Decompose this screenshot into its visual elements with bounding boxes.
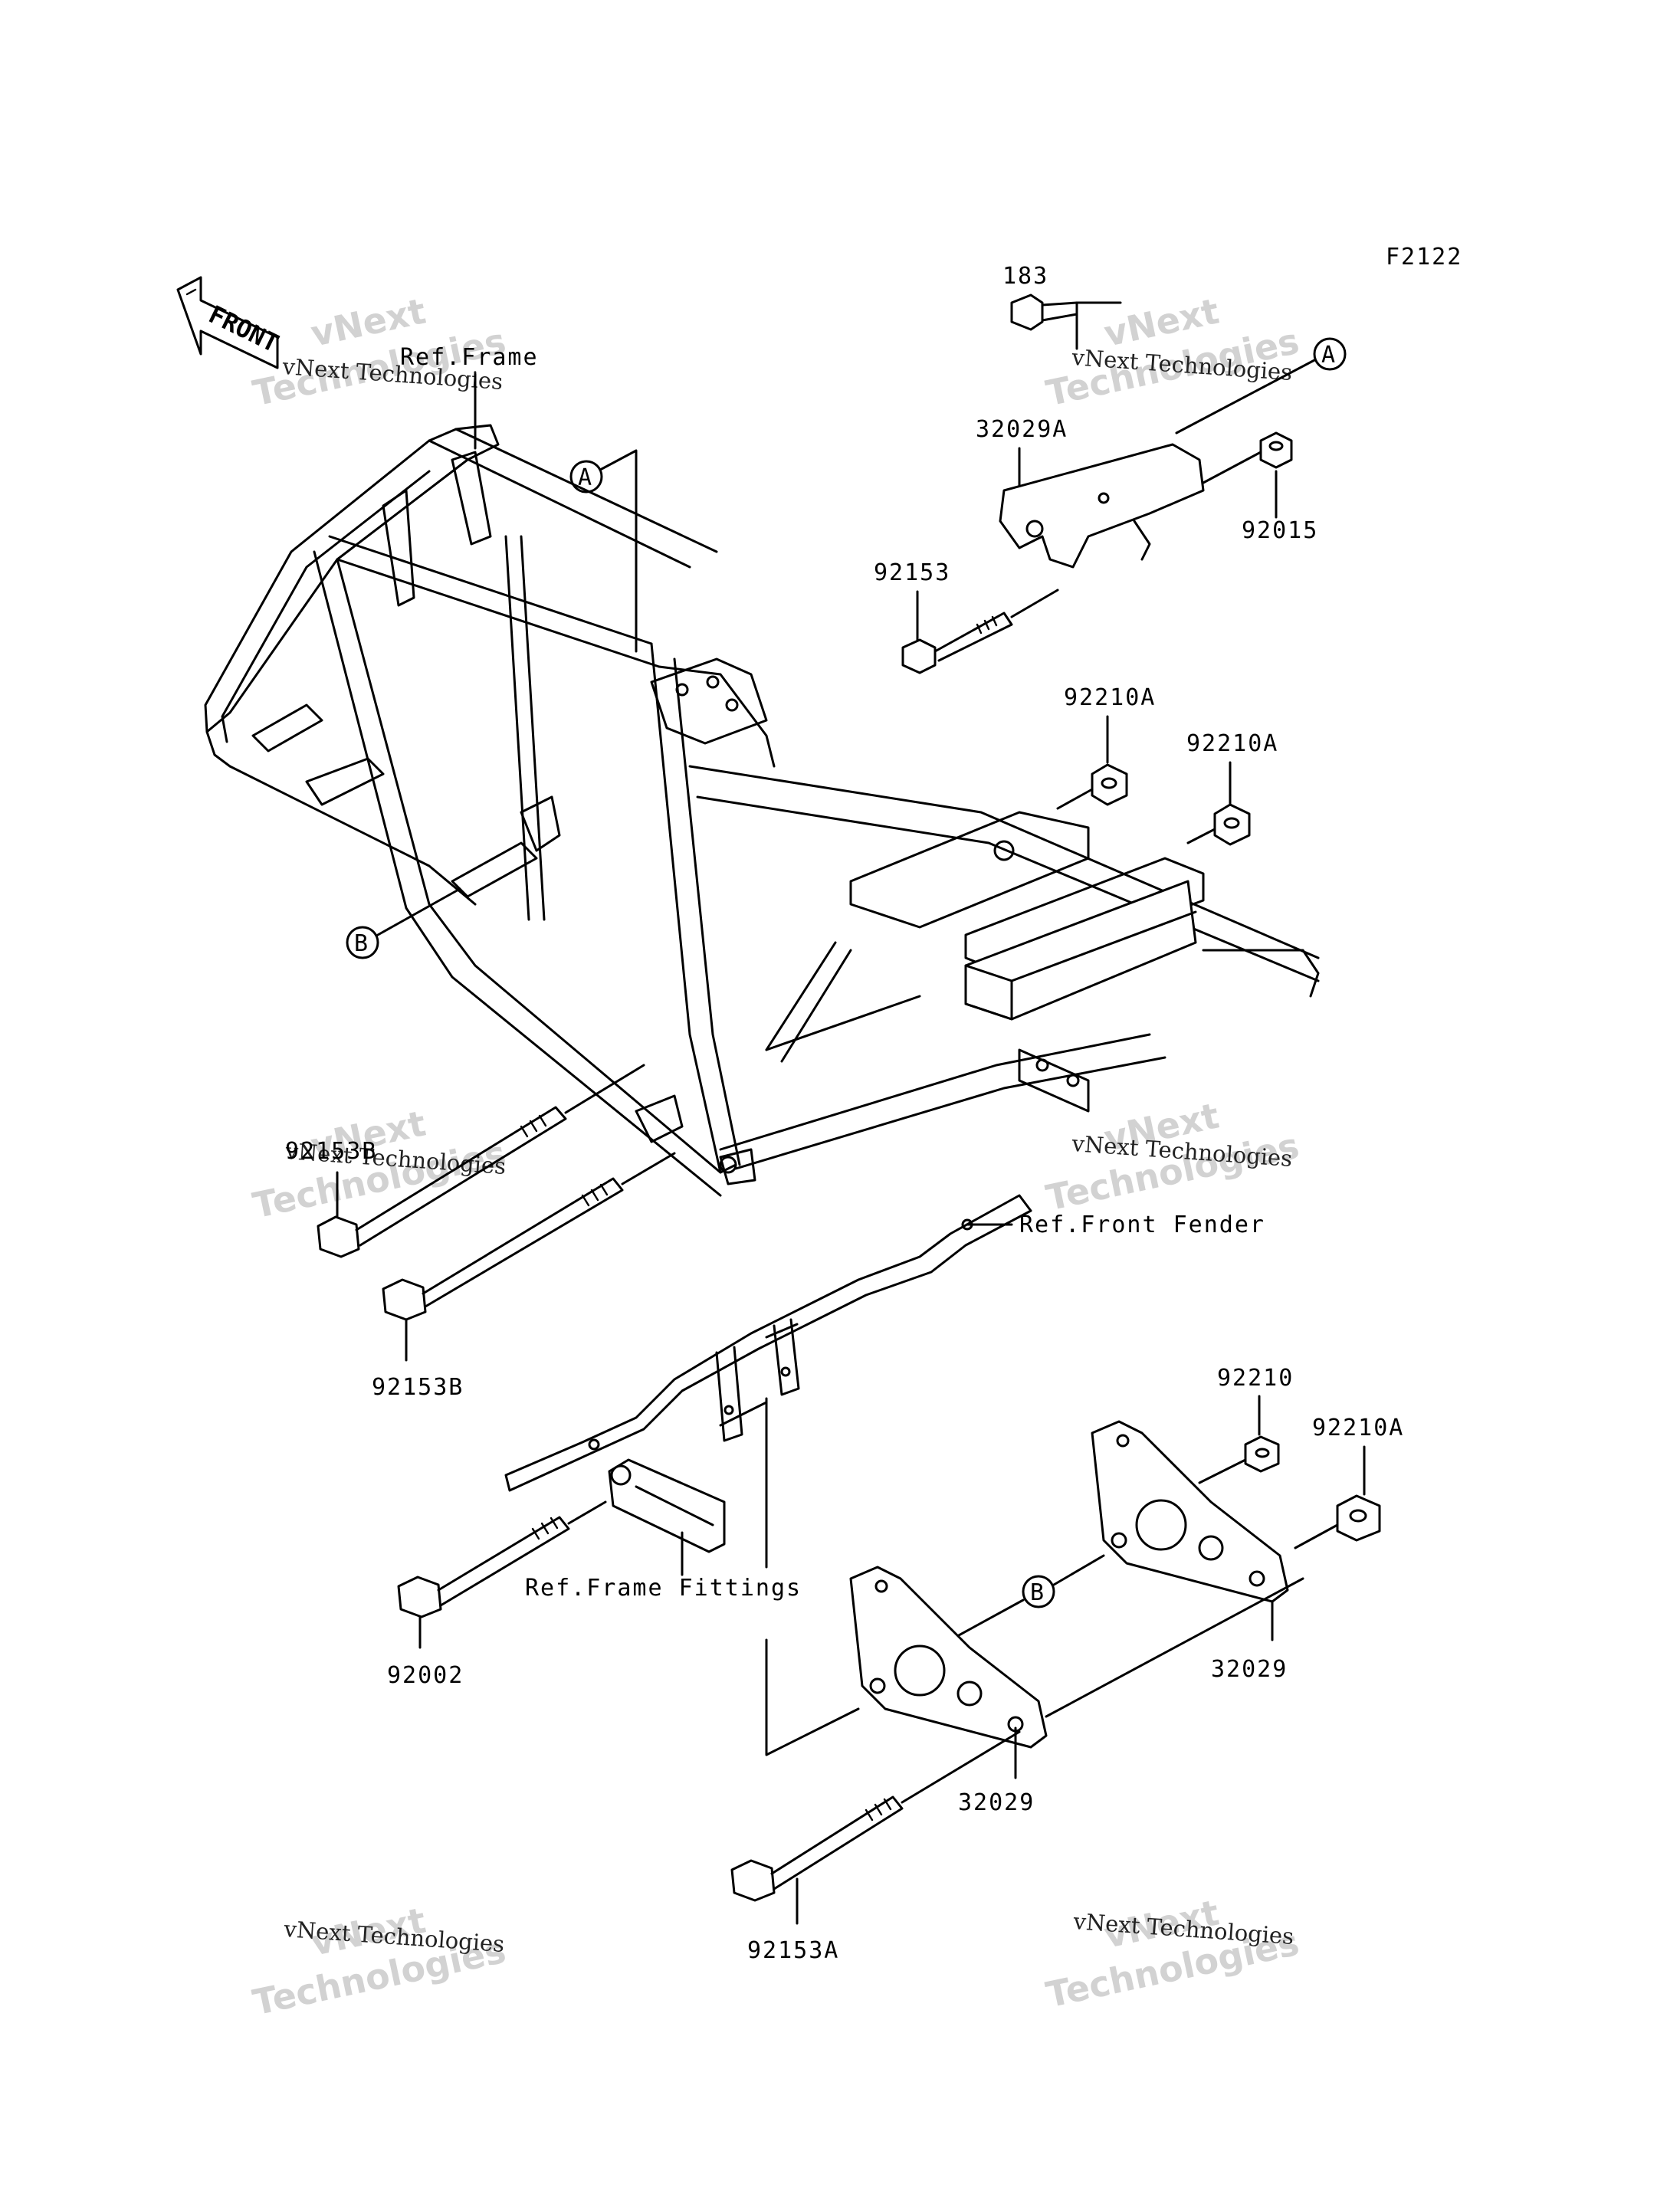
svg-text:A: A [578, 464, 593, 491]
part-92015-label: 92015 [1242, 517, 1318, 544]
nut-92210A-1-icon [1091, 763, 1128, 806]
part-32029-label-1: 32029 [1211, 1656, 1288, 1683]
bracket-32029-upper-icon [1091, 1420, 1289, 1603]
watermarks: vNext Technologies vNext Technologies vN… [249, 290, 1302, 2024]
callout-b-frame: B [346, 887, 461, 959]
svg-text:B: B [354, 930, 369, 957]
bracket-32029A-icon [999, 443, 1205, 569]
callout-b-lower: B [949, 1554, 1105, 1641]
main-frame [204, 424, 1320, 1197]
bolt-183-icon [1010, 293, 1078, 331]
bolt-92002-icon [397, 1516, 570, 1618]
nut-92210A-2-icon [1213, 803, 1251, 846]
part-32029A-label: 32029A [976, 416, 1068, 443]
callout-a-bracket: A [1175, 337, 1347, 434]
nut-92210-icon [1244, 1435, 1280, 1473]
nut-92210A-3-icon [1336, 1494, 1381, 1542]
part-92002-label: 92002 [387, 1662, 464, 1689]
ref-frame-label: Ref.Frame [400, 344, 539, 371]
frame-fittings-bar [504, 1194, 1032, 1492]
callout-a-frame: A [569, 449, 638, 653]
bolt-92153B-1-icon [317, 1106, 567, 1258]
figure-code: F2122 [1386, 244, 1462, 271]
ref-front-fender-label: Ref.Front Fender [1019, 1212, 1265, 1238]
bolt-92153-icon [901, 612, 1013, 674]
part-183-label: 183 [1002, 263, 1048, 290]
part-92153B-label-2: 92153B [372, 1374, 464, 1401]
front-arrow-icon: FRONT [176, 276, 284, 369]
part-92210A-label-2: 92210A [1186, 730, 1278, 757]
part-92153A-label: 92153A [747, 1937, 839, 1964]
svg-text:B: B [1030, 1579, 1045, 1606]
part-32029-label-2: 32029 [958, 1789, 1035, 1816]
ref-frame-fittings-label: Ref.Frame Fittings [525, 1575, 802, 1602]
bolt-92153B-2-icon [382, 1177, 624, 1321]
leader-frame-fittings [719, 1397, 860, 1756]
bracket-32029-lower-icon [849, 1566, 1048, 1749]
part-92153B-label-1: 92153B [285, 1138, 377, 1165]
bolt-92153A-icon [730, 1795, 904, 1902]
front-arrow-label: FRONT [204, 300, 283, 358]
svg-text:A: A [1321, 342, 1337, 369]
nut-92015-icon [1259, 431, 1293, 469]
plate-frame-fittings-icon [608, 1458, 726, 1553]
part-92210A-label-1: 92210A [1064, 684, 1156, 711]
part-92210A-label-3: 92210A [1312, 1415, 1404, 1441]
part-92210-label: 92210 [1217, 1365, 1294, 1392]
part-92153-label: 92153 [874, 559, 950, 586]
